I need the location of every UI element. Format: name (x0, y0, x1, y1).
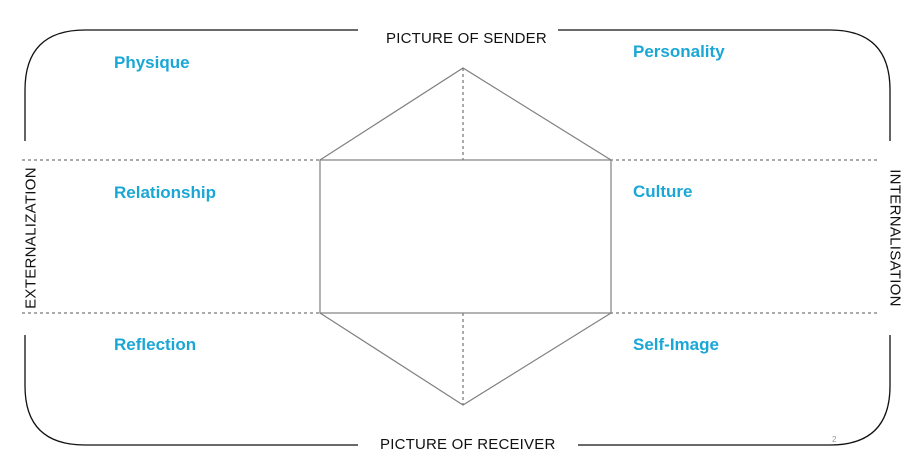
picture-of-sender-label: PICTURE OF SENDER (386, 30, 547, 47)
externalization-label: EXTERNALIZATION (22, 167, 40, 309)
prism-top-triangle (319, 67, 612, 161)
facet-relationship: Relationship (114, 183, 217, 202)
facet-physique: Physique (114, 53, 190, 72)
picture-of-receiver-label: PICTURE OF RECEIVER (380, 436, 556, 453)
prism-center-rectangle (319, 159, 612, 314)
frame-top-left (24, 29, 358, 141)
facet-reflection: Reflection (114, 335, 197, 354)
facet-culture: Culture (633, 182, 693, 201)
frame-bottom-left (24, 335, 358, 446)
frame-top-right (558, 29, 891, 141)
internalisation-label: INTERNALISATION (886, 169, 904, 307)
facet-personality: Personality (633, 42, 725, 61)
prism-bottom-triangle (319, 312, 612, 406)
frame-bottom-right (578, 335, 891, 446)
outer-frame (24, 29, 891, 446)
facet-self-image: Self-Image (633, 335, 719, 354)
page-number: 2 (832, 435, 837, 444)
prism-shape (319, 67, 612, 406)
